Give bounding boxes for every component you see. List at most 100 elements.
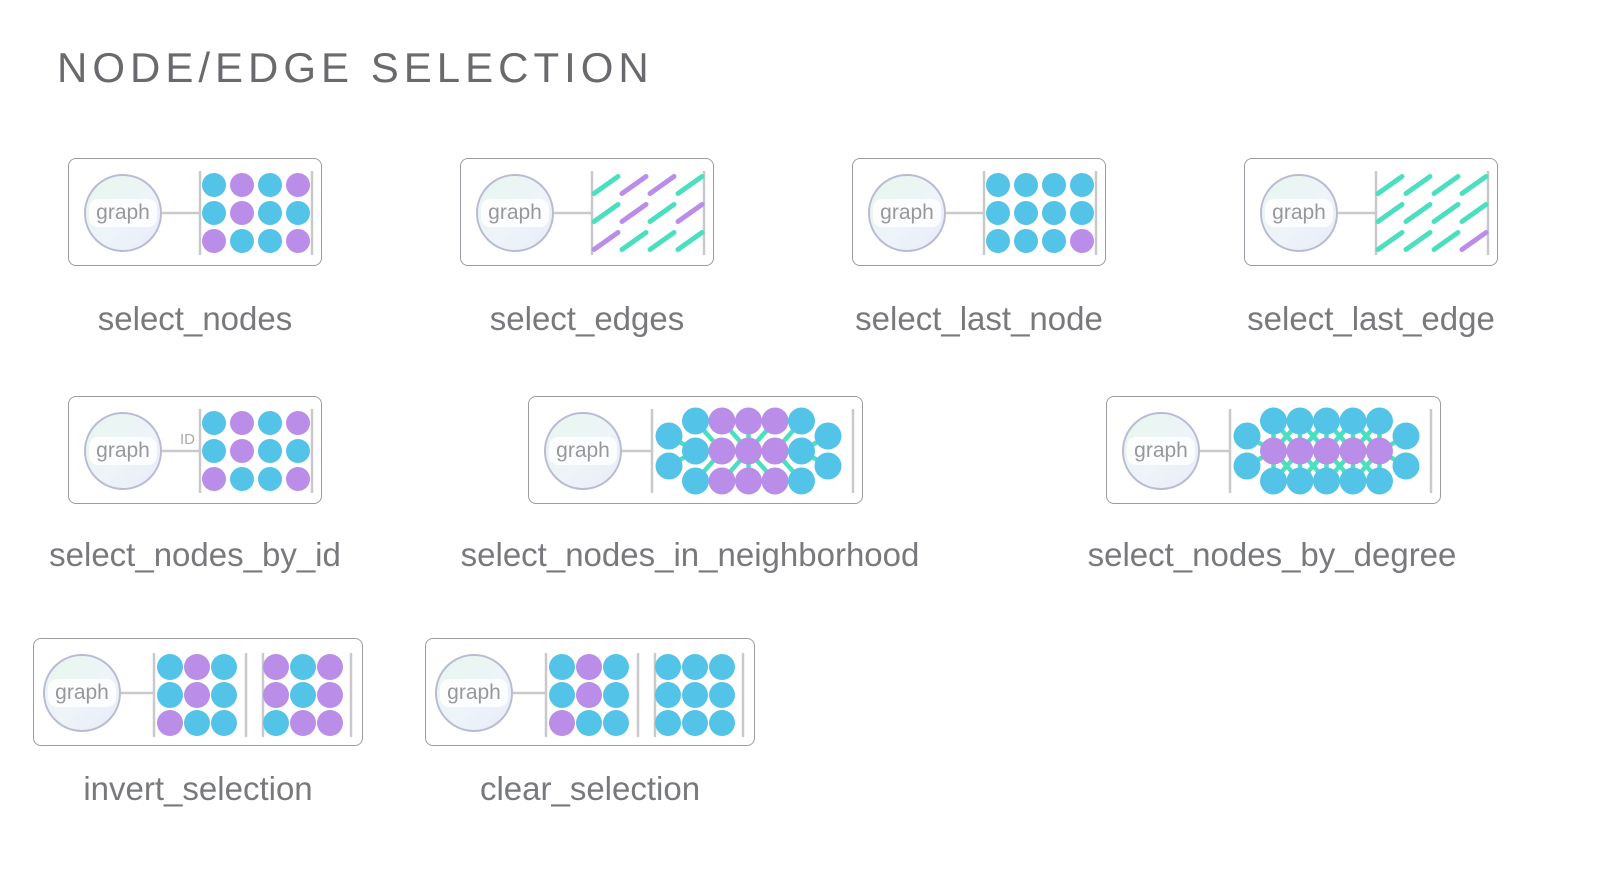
edge-stroke: [591, 174, 621, 196]
edge-stroke: [675, 202, 705, 224]
node-dot: [184, 682, 210, 708]
graph-node: graph: [476, 174, 554, 252]
node-dot: [286, 173, 310, 197]
graph-label: graph: [1127, 437, 1195, 465]
edge-stroke: [647, 174, 677, 196]
card-label: select_last_node: [855, 300, 1103, 337]
node-dot: [286, 439, 310, 463]
node-dot: [549, 654, 575, 680]
network-node: [1233, 422, 1261, 450]
node-dot: [549, 682, 575, 708]
network-node: [1313, 467, 1340, 495]
network-node: [1286, 437, 1314, 465]
graph-node: graph: [84, 174, 162, 252]
card-select_nodes: graph: [68, 158, 322, 266]
card-label: select_last_edge: [1247, 300, 1495, 337]
select_last_edge-glyph: [1338, 171, 1490, 255]
network-node: [735, 437, 762, 465]
node-dot: [1014, 173, 1038, 197]
network-node: [682, 437, 709, 465]
node-dot: [263, 710, 289, 736]
id-badge: ID: [180, 431, 195, 448]
node-dot: [286, 467, 310, 491]
edge-stroke: [675, 174, 705, 196]
network-node: [1313, 407, 1340, 435]
graph-node: graph: [84, 412, 162, 490]
network-node: [1339, 407, 1367, 435]
node-dot: [603, 682, 629, 708]
network-node: [1339, 467, 1367, 495]
node-dot: [258, 439, 282, 463]
edge-stroke: [591, 202, 621, 224]
edge-stroke: [1403, 174, 1433, 196]
node-dot: [576, 710, 602, 736]
network-node: [788, 437, 815, 465]
node-dot: [211, 654, 237, 680]
node-dot: [258, 467, 282, 491]
node-dot: [317, 682, 343, 708]
network-node: [1286, 467, 1314, 495]
edge-stroke: [1459, 230, 1489, 252]
select_nodes_by_degree-glyph: [1200, 407, 1433, 495]
graph-label: graph: [48, 679, 116, 707]
network-node: [814, 422, 842, 450]
edge-stroke: [647, 230, 677, 252]
page-title: NODE/EDGE SELECTION: [57, 44, 654, 91]
node-dot: [258, 411, 282, 435]
network-node: [788, 467, 815, 495]
edge-stroke: [647, 202, 677, 224]
card-select_last_node: graph: [852, 158, 1106, 266]
graph-label: graph: [89, 199, 157, 227]
node-dot: [263, 654, 289, 680]
node-dot: [230, 439, 254, 463]
network-node: [761, 407, 789, 435]
node-dot: [655, 654, 681, 680]
select_edges-glyph: [554, 171, 706, 255]
edge-stroke: [1459, 202, 1489, 224]
network-node: [708, 437, 736, 465]
graph-label: graph: [549, 437, 617, 465]
node-dot: [202, 467, 226, 491]
select_nodes-glyph: [162, 171, 314, 255]
network-node: [1392, 422, 1420, 450]
network-node: [1260, 437, 1287, 465]
node-dot: [655, 682, 681, 708]
graph-label: graph: [873, 199, 941, 227]
select_nodes_in_neighborhood-glyph: [622, 407, 855, 495]
network-node: [682, 467, 709, 495]
graph-node: graph: [868, 174, 946, 252]
node-dot: [202, 229, 226, 253]
node-dot: [157, 710, 183, 736]
node-dot: [157, 654, 183, 680]
graph-node: graph: [43, 654, 121, 732]
node-dot: [157, 682, 183, 708]
network-node: [814, 452, 842, 480]
node-dot: [286, 201, 310, 225]
node-dot: [1014, 201, 1038, 225]
node-dot: [986, 201, 1010, 225]
card-select_edges: graph: [460, 158, 714, 266]
node-dot: [286, 229, 310, 253]
node-dot: [986, 229, 1010, 253]
card-label: select_nodes_by_degree: [1087, 536, 1457, 573]
node-dot: [576, 682, 602, 708]
network-node: [788, 407, 815, 435]
card-label: select_nodes: [97, 300, 293, 337]
node-dot: [258, 173, 282, 197]
graph-label: graph: [481, 199, 549, 227]
network-node: [735, 467, 762, 495]
node-dot: [317, 654, 343, 680]
node-dot: [290, 654, 316, 680]
node-dot: [258, 201, 282, 225]
node-dot: [709, 682, 735, 708]
edge-stroke: [1459, 174, 1489, 196]
network-node: [682, 407, 709, 435]
node-dot: [655, 710, 681, 736]
card-select_nodes_by_id: ID graph: [68, 396, 322, 504]
node-dot: [263, 682, 289, 708]
edge-stroke: [1403, 202, 1433, 224]
edge-stroke: [1375, 174, 1405, 196]
network-node: [1260, 467, 1287, 495]
edge-stroke: [619, 230, 649, 252]
node-dot: [230, 201, 254, 225]
